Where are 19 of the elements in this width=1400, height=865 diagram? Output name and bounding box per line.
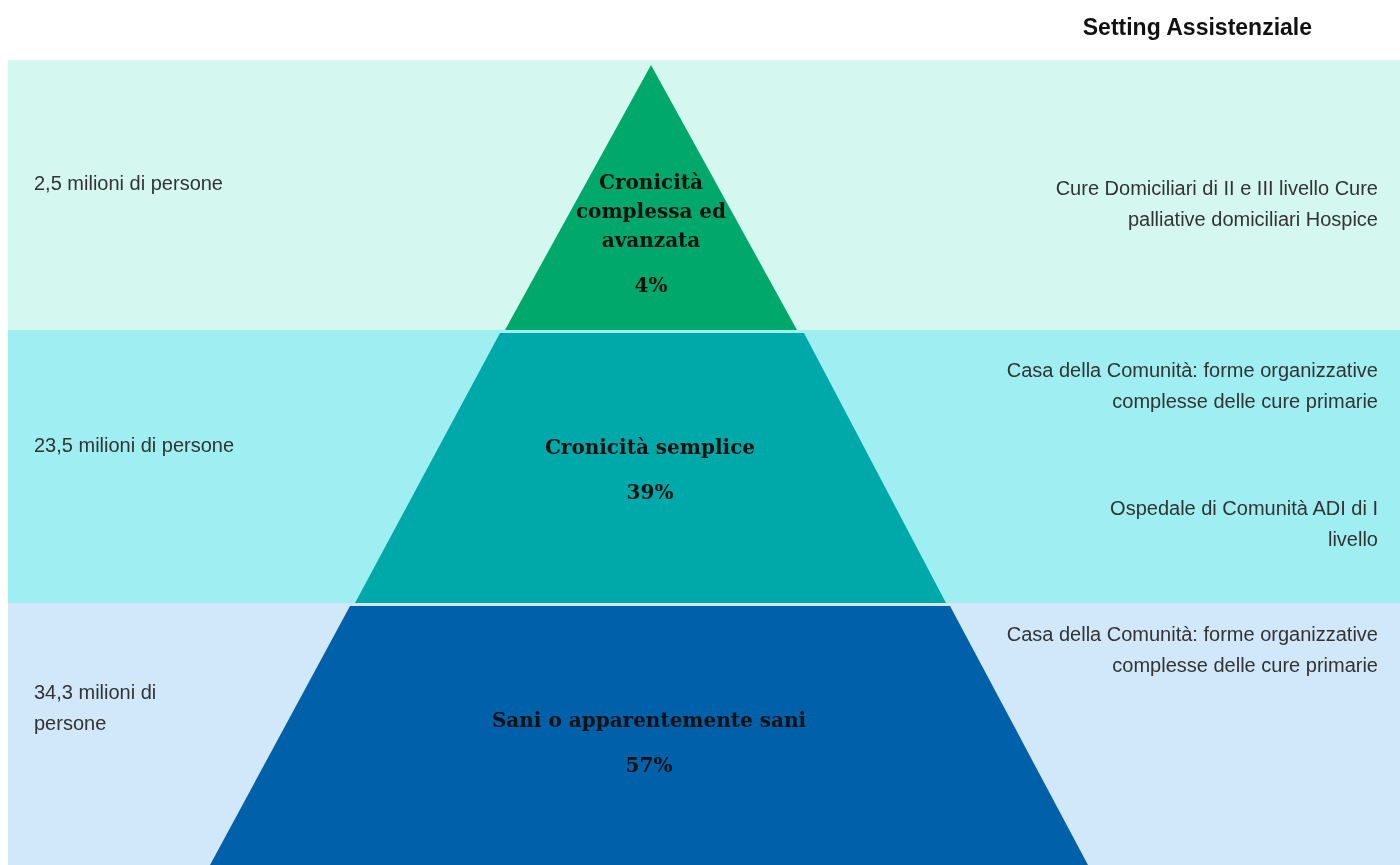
percentage-value: 39%	[625, 479, 675, 506]
population-text: 34,3 milioni di persone	[34, 680, 158, 736]
tier-name: Cronicità semplice	[543, 434, 757, 461]
care-setting-text: Casa della Comunità: forme organizzative complesse delle cure primarie	[1005, 358, 1378, 414]
tier-name: Sani o apparentemente sani	[490, 707, 808, 734]
percentage-value: 57%	[624, 752, 674, 779]
population-text: 23,5 milioni di persone	[34, 433, 236, 458]
care-setting-text: Cure Domiciliari di II e III livello Cure palliative domiciliari Hospice	[1054, 176, 1378, 232]
column-heading: Setting Assistenziale	[1082, 14, 1312, 41]
population-text: 2,5 milioni di persone	[34, 171, 224, 196]
tier-band	[8, 60, 1400, 330]
tier-name: Cronicità complessa ed avanzata	[574, 169, 728, 254]
care-setting-text: Ospedale di Comunità ADI di I livello	[1109, 496, 1378, 552]
percentage-value: 4%	[633, 272, 669, 299]
pyramid-segment	[355, 333, 946, 603]
tier-band	[8, 603, 1400, 865]
tier-band	[8, 330, 1400, 603]
care-setting-text: Casa della Comunità: forme organizzative complesse delle cure primarie	[1005, 622, 1378, 678]
pyramid-segment	[505, 65, 797, 330]
